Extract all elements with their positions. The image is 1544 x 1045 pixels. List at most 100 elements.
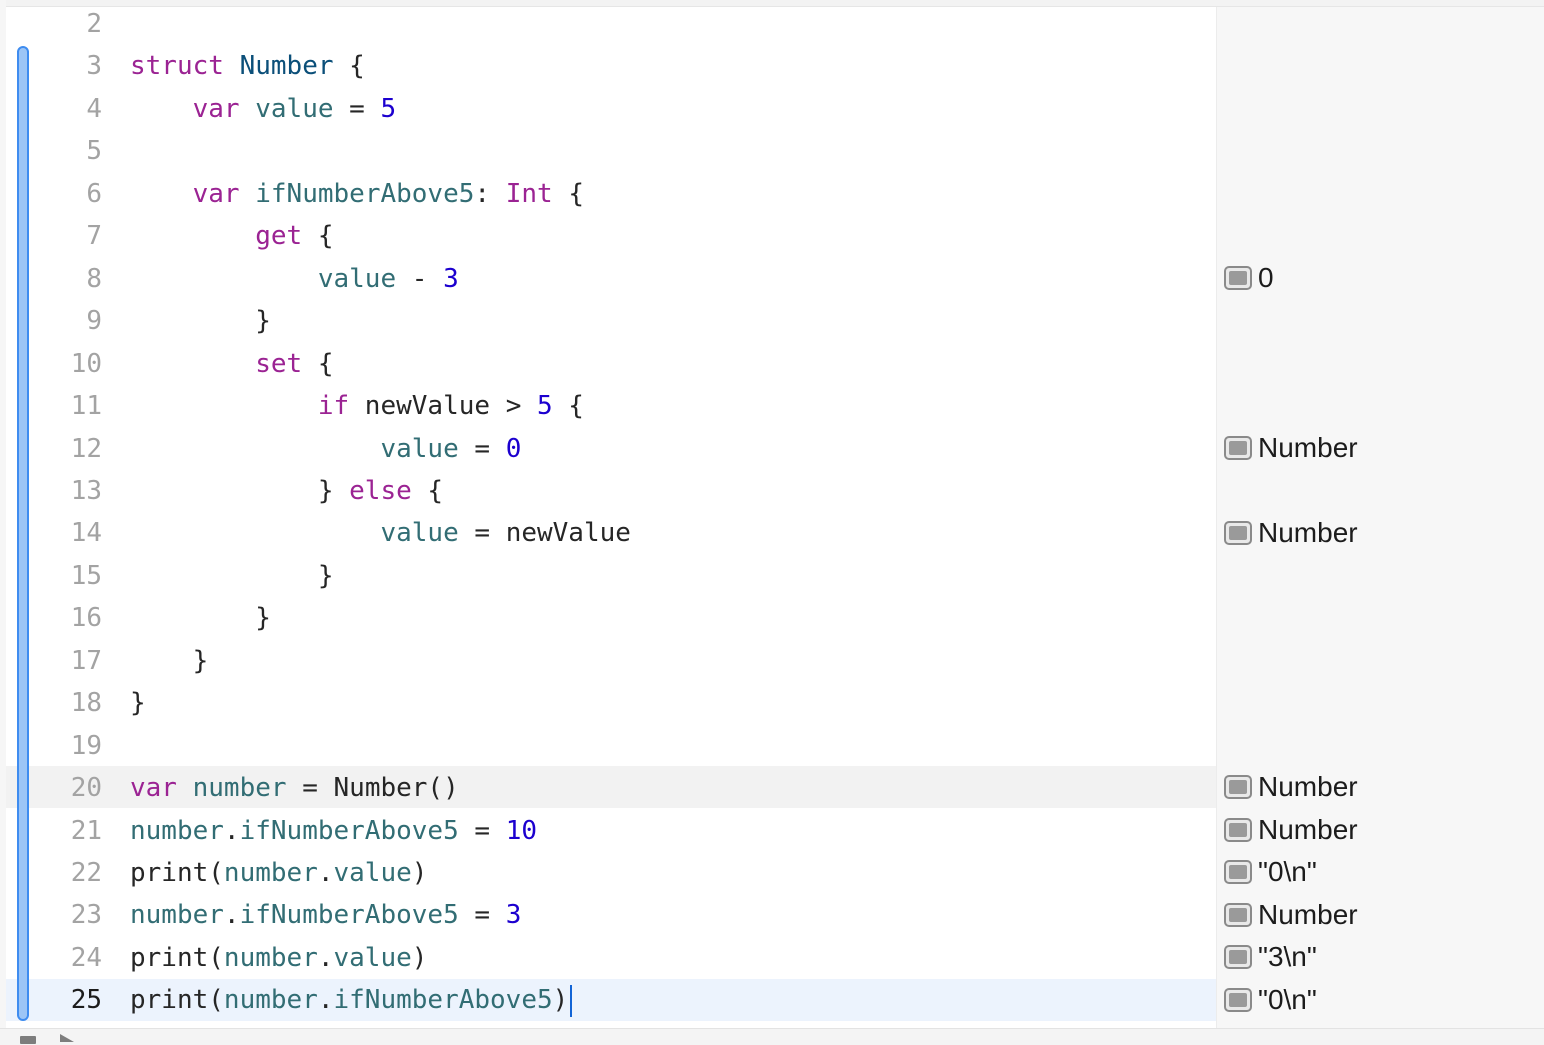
code-line[interactable]: 19 [0, 725, 1216, 767]
code-line[interactable]: 8 value - 3 [0, 258, 1216, 300]
code-token: = [333, 93, 381, 124]
editor-top-edge [0, 0, 1544, 7]
code-token: { [552, 391, 584, 422]
quick-look-icon[interactable] [1224, 521, 1252, 545]
code-token: ) [411, 858, 428, 888]
play-icon[interactable] [60, 1034, 74, 1042]
code-token: number [223, 985, 318, 1016]
quick-look-icon[interactable] [1224, 945, 1252, 969]
code-line[interactable]: 12 value = 0 [0, 428, 1216, 470]
code-token: = Number() [286, 773, 459, 804]
code-token: } [130, 475, 350, 506]
code-token: { [333, 51, 365, 82]
code-text[interactable]: print(number.value) [130, 937, 427, 979]
source-change-bar[interactable] [17, 46, 29, 1021]
code-text[interactable]: } [130, 300, 271, 342]
result-line-25[interactable]: "0\n" [1224, 979, 1317, 1021]
code-line[interactable]: 18} [0, 682, 1216, 724]
code-text[interactable]: var value = 5 [130, 88, 397, 130]
code-line[interactable]: 13 } else { [0, 470, 1216, 512]
line-number: 21 [70, 815, 102, 846]
code-line[interactable]: 6 var ifNumberAbove5: Int { [0, 173, 1216, 215]
result-line-14[interactable]: Number [1224, 512, 1358, 554]
code-line[interactable]: 7 get { [0, 215, 1216, 257]
code-text[interactable]: value = 0 [130, 428, 521, 470]
editor-left-edge [0, 0, 6, 1030]
quick-look-icon[interactable] [1224, 860, 1252, 884]
result-value: Number [1258, 814, 1358, 845]
quick-look-icon[interactable] [1224, 266, 1252, 290]
quick-look-icon[interactable] [1224, 988, 1252, 1012]
code-text[interactable]: value = newValue [130, 512, 630, 554]
quick-look-icon[interactable] [1224, 818, 1252, 842]
code-token: } [130, 645, 209, 676]
code-text[interactable]: set { [130, 343, 333, 385]
current-line-highlight [6, 979, 1216, 1021]
code-text[interactable]: } else { [130, 470, 443, 512]
code-line[interactable]: 2 [0, 3, 1216, 45]
line-number: 19 [70, 730, 102, 761]
code-text[interactable]: get { [130, 215, 333, 257]
code-token: var [192, 178, 240, 209]
code-line[interactable]: 15 } [0, 555, 1216, 597]
result-line-20[interactable]: Number [1224, 766, 1358, 808]
line-number: 12 [70, 433, 102, 464]
code-token: value [317, 263, 397, 294]
code-token [240, 179, 256, 209]
stop-icon[interactable] [20, 1036, 36, 1044]
code-text[interactable]: number.ifNumberAbove5 = 3 [130, 894, 521, 936]
code-line[interactable]: 21 number.ifNumberAbove5 = 10 [0, 810, 1216, 852]
code-token: } [130, 560, 334, 591]
code-text[interactable]: print(number.ifNumberAbove5) [130, 979, 573, 1021]
code-token: print( [130, 985, 224, 1016]
code-token: : [474, 178, 506, 209]
code-line[interactable]: 17 } [0, 640, 1216, 682]
result-line-23[interactable]: Number [1224, 894, 1358, 936]
code-token: value [333, 858, 412, 888]
result-line-21[interactable]: Number [1224, 809, 1358, 851]
code-text[interactable]: } [130, 682, 146, 724]
code-token: 5 [380, 93, 397, 124]
code-line[interactable]: 10 set { [0, 343, 1216, 385]
code-text[interactable]: var ifNumberAbove5: Int { [130, 173, 584, 215]
code-line[interactable]: 16 } [0, 597, 1216, 639]
line-number: 15 [70, 560, 102, 591]
code-text[interactable]: struct Number { [130, 45, 365, 87]
result-line-12[interactable]: Number [1224, 427, 1358, 469]
code-token [130, 264, 318, 294]
result-line-8[interactable]: 0 [1224, 257, 1274, 299]
code-token: number [192, 773, 287, 804]
code-text[interactable]: if newValue > 5 { [130, 385, 584, 427]
code-line[interactable]: 5 [0, 130, 1216, 172]
code-text[interactable]: } [130, 555, 334, 597]
code-line[interactable]: 11 if newValue > 5 { [0, 385, 1216, 427]
quick-look-icon[interactable] [1224, 436, 1252, 460]
code-line[interactable]: 4 var value = 5 [0, 88, 1216, 130]
code-text[interactable]: var number = Number() [130, 767, 459, 809]
code-text[interactable]: } [130, 640, 209, 682]
code-token [130, 349, 255, 379]
code-text[interactable]: number.ifNumberAbove5 = 10 [130, 810, 537, 852]
line-number: 5 [86, 136, 102, 167]
result-line-22[interactable]: "0\n" [1224, 851, 1317, 893]
code-token: 0 [505, 433, 522, 464]
code-text[interactable]: print(number.value) [130, 852, 427, 894]
quick-look-icon[interactable] [1224, 903, 1252, 927]
code-line[interactable]: 9 } [0, 300, 1216, 342]
text-cursor [570, 984, 573, 1017]
code-line[interactable]: 14 value = newValue [0, 512, 1216, 554]
code-text[interactable]: } [130, 597, 271, 639]
code-token: value [380, 433, 459, 464]
code-text[interactable]: value - 3 [130, 258, 459, 300]
result-value: 0 [1258, 262, 1274, 293]
quick-look-icon[interactable] [1224, 775, 1252, 799]
result-line-24[interactable]: "3\n" [1224, 936, 1317, 978]
code-token: = [458, 815, 506, 846]
